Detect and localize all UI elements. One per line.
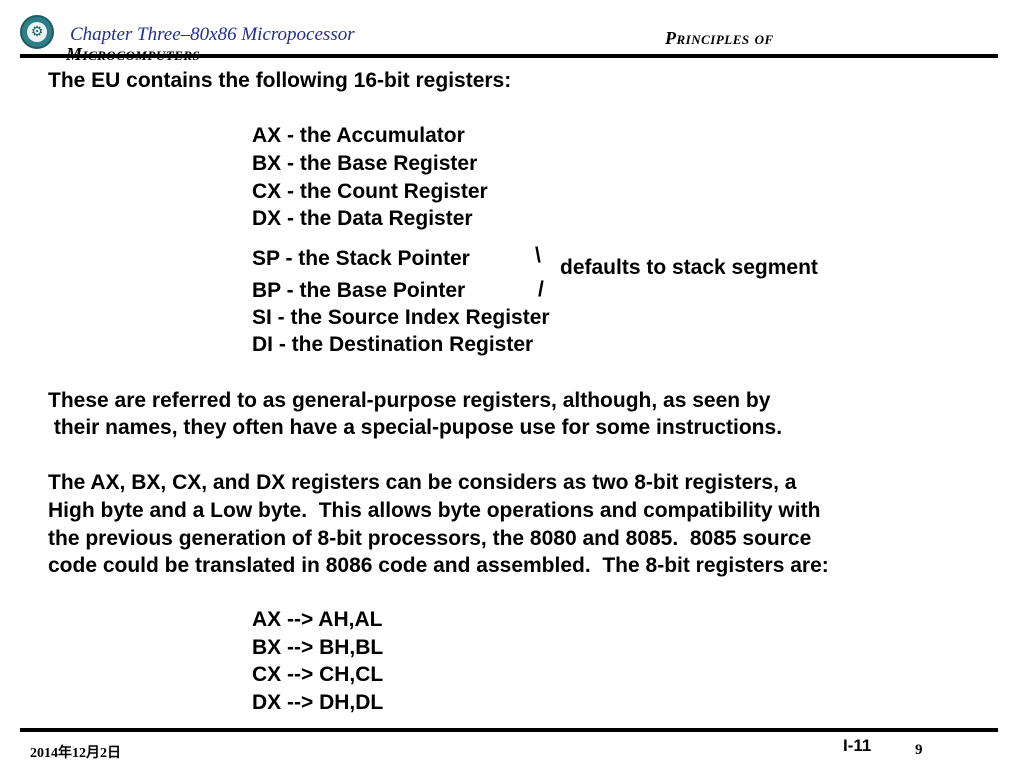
header-divider (20, 54, 998, 58)
eight-bit-register-dx: DX --> DH,DL (252, 691, 384, 714)
register-bx: BX - the Base Register (252, 152, 478, 175)
eight-bit-line-3: the previous generation of 8-bit process… (48, 527, 812, 550)
brace-top: \ (535, 244, 541, 267)
general-purpose-line-1: These are referred to as general-purpose… (48, 389, 771, 412)
register-dx: DX - the Data Register (252, 207, 473, 230)
register-ax: AX - the Accumulator (252, 124, 465, 147)
eight-bit-line-2: High byte and a Low byte. This allows by… (48, 499, 821, 522)
stack-segment-note: defaults to stack segment (560, 256, 818, 279)
register-bp: BP - the Base Pointer (252, 279, 466, 302)
page-number: 9 (915, 742, 923, 758)
register-sp: SP - the Stack Pointer (252, 247, 470, 270)
university-emblem-icon: ⚙ (20, 15, 54, 49)
course-title-line1: Principles of (665, 28, 774, 48)
slide-code: I-11 (843, 736, 872, 755)
eight-bit-register-cx: CX --> CH,CL (252, 663, 384, 686)
brace-bottom: / (538, 278, 544, 301)
footer-divider (20, 728, 998, 732)
register-di: DI - the Destination Register (252, 333, 534, 356)
eight-bit-line-1: The AX, BX, CX, and DX registers can be … (48, 471, 797, 494)
eight-bit-line-4: code could be translated in 8086 code an… (48, 554, 829, 577)
register-si: SI - the Source Index Register (252, 306, 550, 329)
chapter-title: Chapter Three–80x86 Micropocessor (70, 24, 355, 45)
intro-text: The EU contains the following 16-bit reg… (48, 69, 512, 92)
footer-date: 2014年12月2日 (30, 746, 121, 761)
eight-bit-register-ax: AX --> AH,AL (252, 608, 383, 631)
eight-bit-register-bx: BX --> BH,BL (252, 636, 384, 659)
register-cx: CX - the Count Register (252, 180, 488, 203)
general-purpose-line-2: their names, they often have a special-p… (48, 416, 783, 439)
